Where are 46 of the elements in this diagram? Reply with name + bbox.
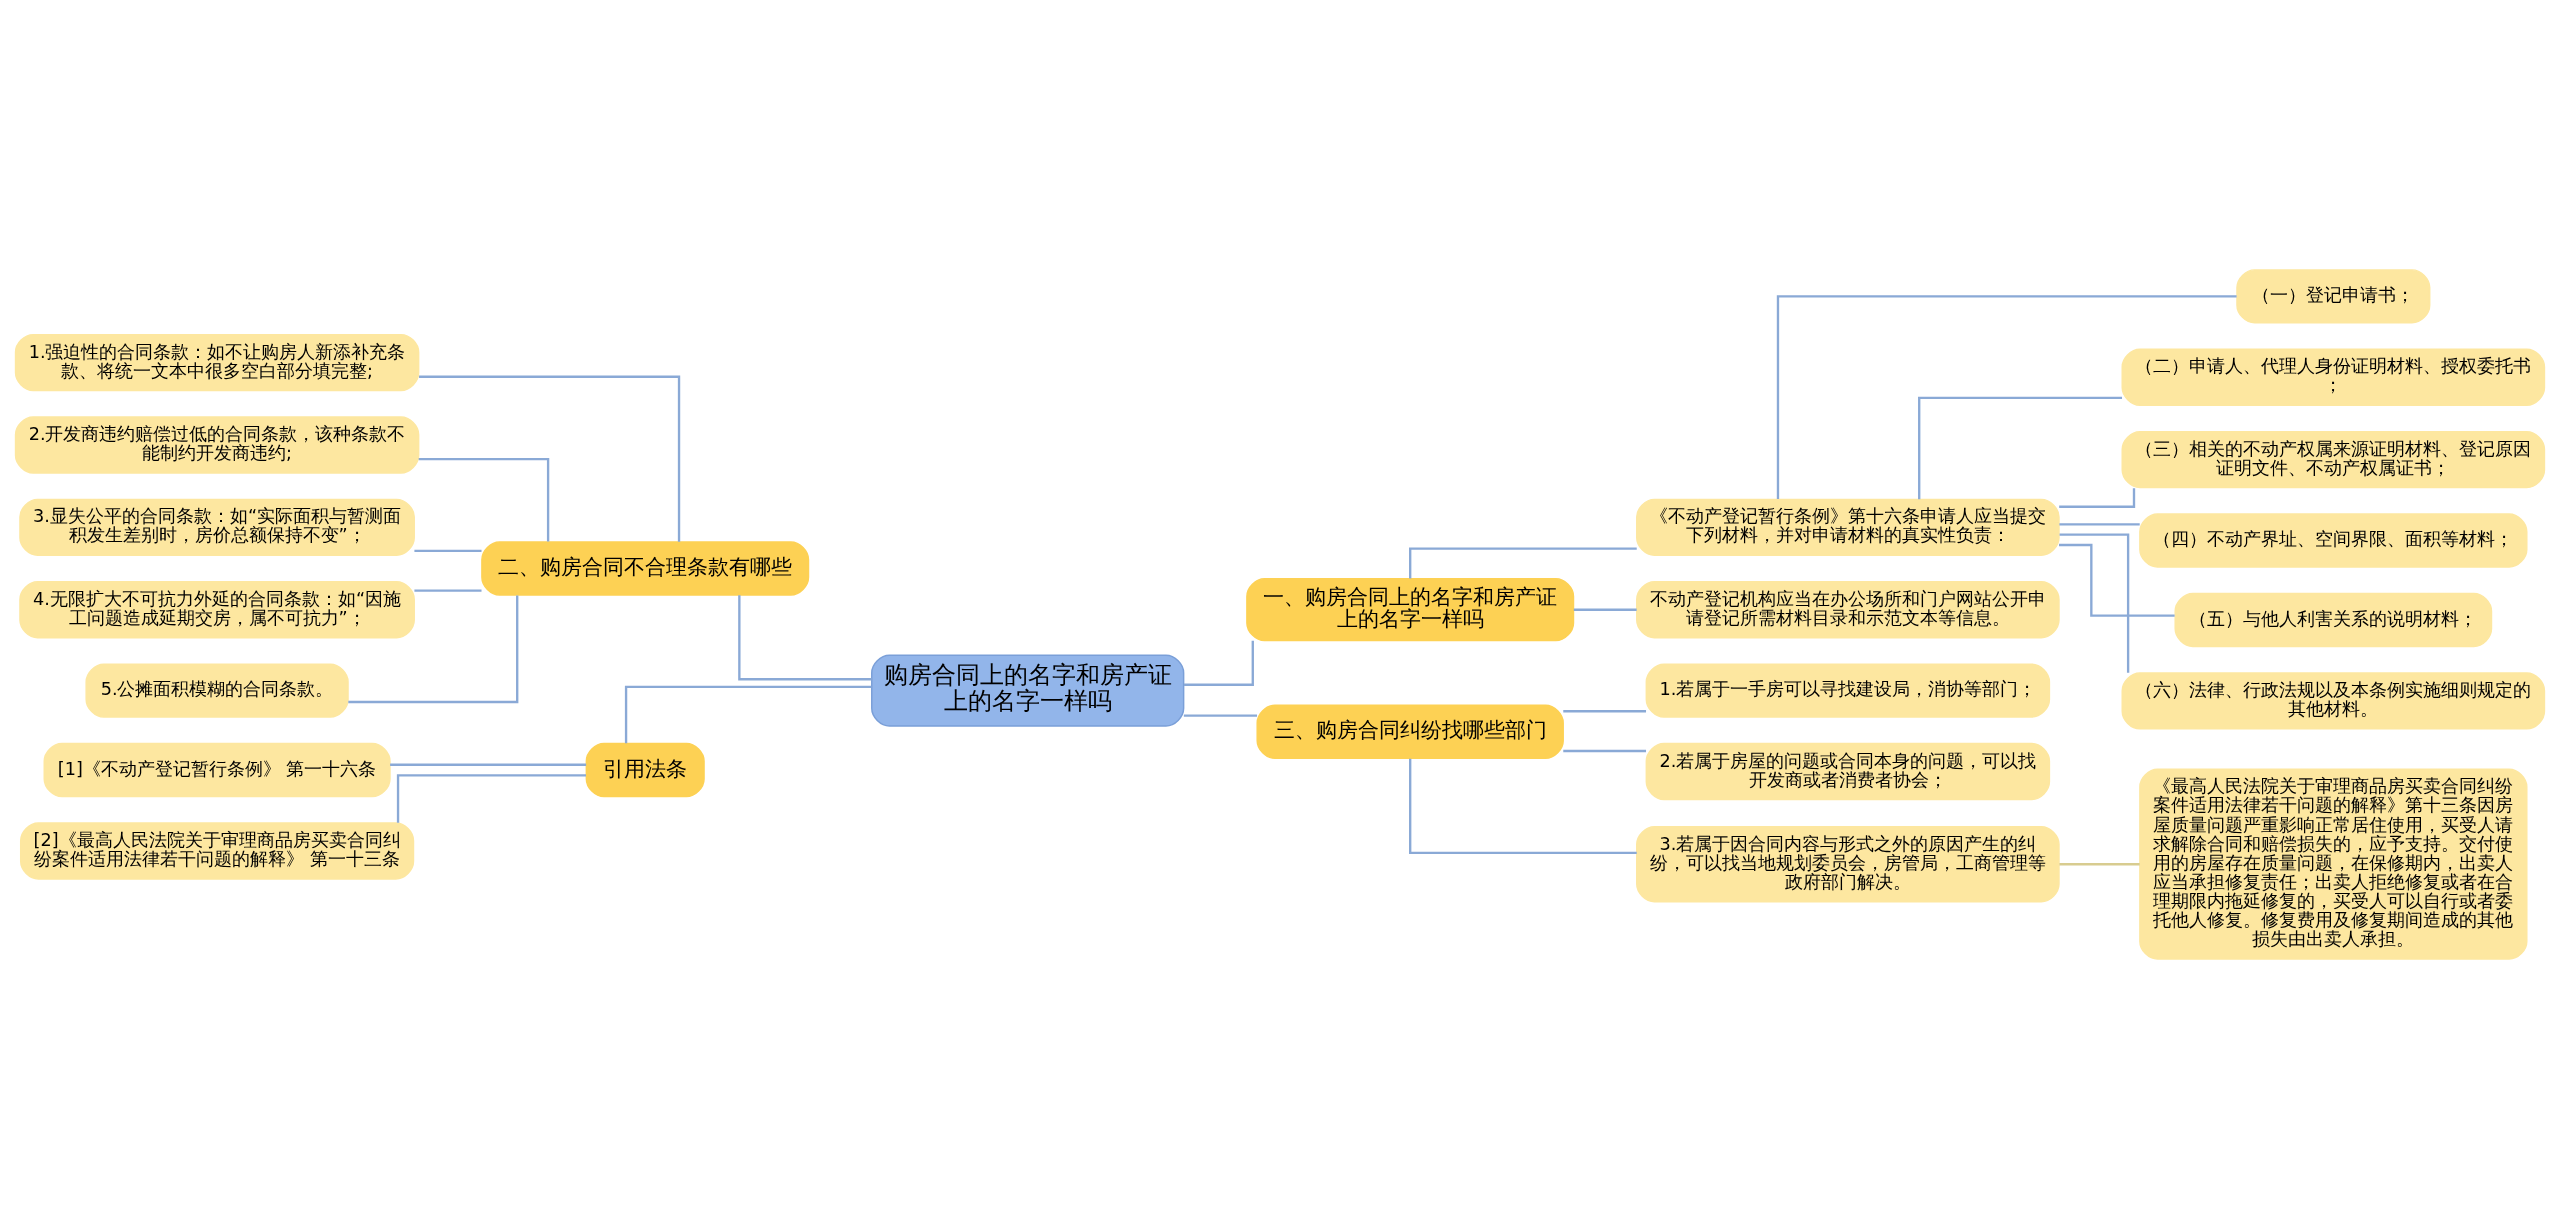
connector [390,763,587,766]
node-box: 三、购房合同纠纷找哪些部门 [1256,704,1564,760]
node-box: （六）法律、行政法规以及本条例实施细则规定的其他材料。 [2121,672,2546,730]
connector [2059,533,2130,673]
connector [1184,640,1254,686]
node-box: 3.若属于因合同内容与形式之外的原因产生的纠纷，可以找当地规划委员会，房管局，工商管理等政府部门解决。 [1636,825,2060,903]
connector [2059,523,2140,526]
connector [414,589,482,592]
node-box: 1.强迫性的合同条款：如不让购房人新添补充条款、将统一文本中很多空白部分填完整; [14,333,420,392]
node-box: 4.无限扩大不可抗力外延的合同条款：如“因施工问题造成延期交房，属不可抗力”； [19,581,415,639]
connector [2059,543,2175,617]
node-box: （四）不动产界址、空间界限、面积等材料； [2139,513,2528,568]
node-box: （五）与他人利害关系的说明材料； [2174,592,2493,648]
node-box: （三）相关的不动产权属来源证明材料、登记原因证明文件、不动产权属证书； [2121,430,2546,489]
connector [1918,396,2122,500]
connector [1563,710,1647,713]
node-box: 引用法条 [585,742,705,798]
connector [1183,714,1258,717]
connector [1563,749,1647,753]
connector [2059,488,2136,508]
node-box: 一、购房合同上的名字和房产证上的名字一样吗 [1246,578,1575,642]
connector [1776,295,2237,499]
node-box: 3.显失公平的合同条款：如“实际面积与暂测面积发生差别时，房价总额保持不变”； [19,498,415,557]
node-box: 2.若属于房屋的问题或合同本身的问题，可以找开发商或者消费者协会； [1645,742,2051,801]
connector [624,685,872,744]
node-box: 《不动产登记暂行条例》第十六条申请人应当提交下列材料，并对申请材料的真实性负责： [1636,498,2060,557]
connector [414,549,482,553]
connector [2059,863,2140,866]
node-box: （二）申请人、代理人身份证明材料、授权委托书； [2121,348,2546,406]
connector [418,458,550,542]
node-box: 2.开发商违约赔偿过低的合同条款，该种条款不能制约开发商违约; [14,416,420,474]
connector [738,595,872,681]
connector [396,774,586,823]
node-box: [2]《最高人民法院关于审理商品房买卖合同纠纷案件适用法律若干问题的解释》 第一十三条 [19,822,415,880]
connector [1573,608,1637,611]
node-box: 1.若属于一手房可以寻找建设局，消协等部门； [1645,663,2051,718]
node-box: 5.公摊面积模糊的合同条款。 [85,663,349,718]
connector [1409,758,1637,854]
node-box: 不动产登记机构应当在办公场所和门户网站公开申请登记所需材料目录和示范文本等信息。 [1636,581,2060,639]
connector [419,375,681,542]
node-box: 购房合同上的名字和房产证上的名字一样吗 [871,654,1185,727]
node-box: [1]《不动产登记暂行条例》 第一十六条 [43,742,391,798]
connector [348,595,519,704]
node-box: （一）登记申请书； [2236,269,2431,324]
node-box: 二、购房合同不合理条款有哪些 [481,541,810,596]
node-box: 《最高人民法院关于审理商品房买卖合同纠纷案件适用法律若干问题的解释》第十三条因房屋质量问题严重影响正常居住使用，买受人请求解除合同和赔偿损失的，应予支持。交付使用的房屋存在质量问题，在保修期内，出卖人应当承担修复责任；出卖人拒绝修复或者在合理期限内拖延修复的，买受人可以自行或者委托他人修复。修复费用及修复期间造成的其他损失由出卖人承担。 [2139,768,2528,960]
